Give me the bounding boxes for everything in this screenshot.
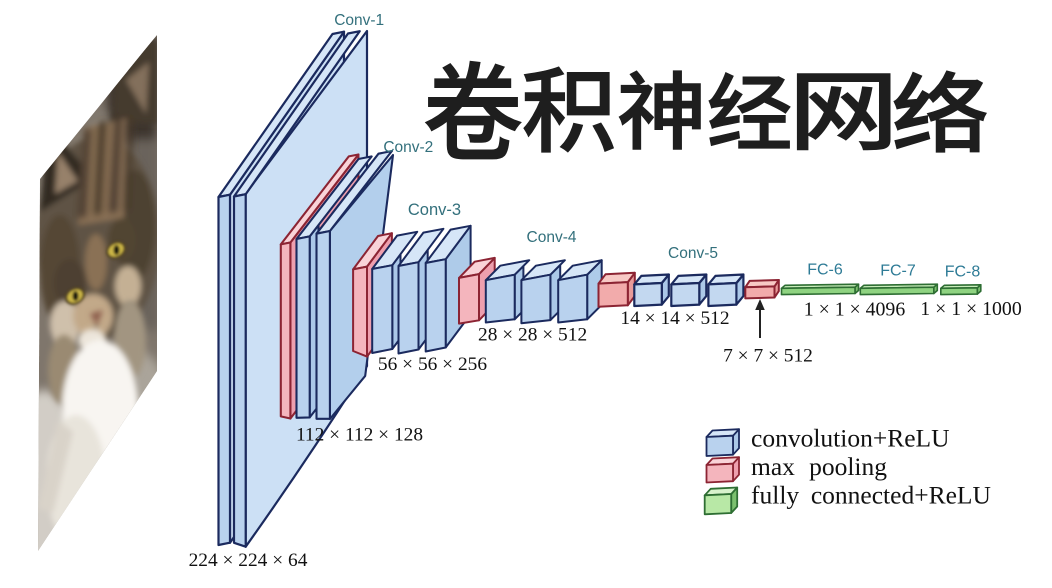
svg-text:28 × 28 × 512: 28 × 28 × 512	[478, 325, 587, 346]
svg-text:max pooling: max pooling	[751, 452, 887, 481]
svg-text:56 × 56 × 256: 56 × 56 × 256	[378, 354, 487, 375]
svg-text:Conv-4: Conv-4	[527, 229, 577, 246]
svg-text:Conv-2: Conv-2	[383, 139, 433, 156]
svg-text:FC-8: FC-8	[945, 264, 981, 281]
svg-text:fully connected+ReLU: fully connected+ReLU	[751, 481, 991, 510]
svg-text:112 × 112 × 128: 112 × 112 × 128	[296, 425, 423, 446]
svg-text:Conv-3: Conv-3	[408, 201, 461, 219]
svg-text:FC-6: FC-6	[807, 262, 843, 279]
svg-text:Conv-1: Conv-1	[334, 12, 384, 29]
svg-text:14 × 14 × 512: 14 × 14 × 512	[620, 308, 729, 329]
svg-text:7 × 7 × 512: 7 × 7 × 512	[723, 346, 813, 367]
svg-text:FC-7: FC-7	[880, 263, 916, 280]
svg-text:224 × 224 × 64: 224 × 224 × 64	[189, 550, 308, 571]
svg-text:Conv-5: Conv-5	[668, 245, 718, 262]
svg-text:1 × 1 × 1000: 1 × 1 × 1000	[920, 298, 1022, 320]
svg-text:convolution+ReLU: convolution+ReLU	[751, 424, 950, 453]
svg-text:1 × 1 × 4096: 1 × 1 × 4096	[804, 299, 906, 321]
